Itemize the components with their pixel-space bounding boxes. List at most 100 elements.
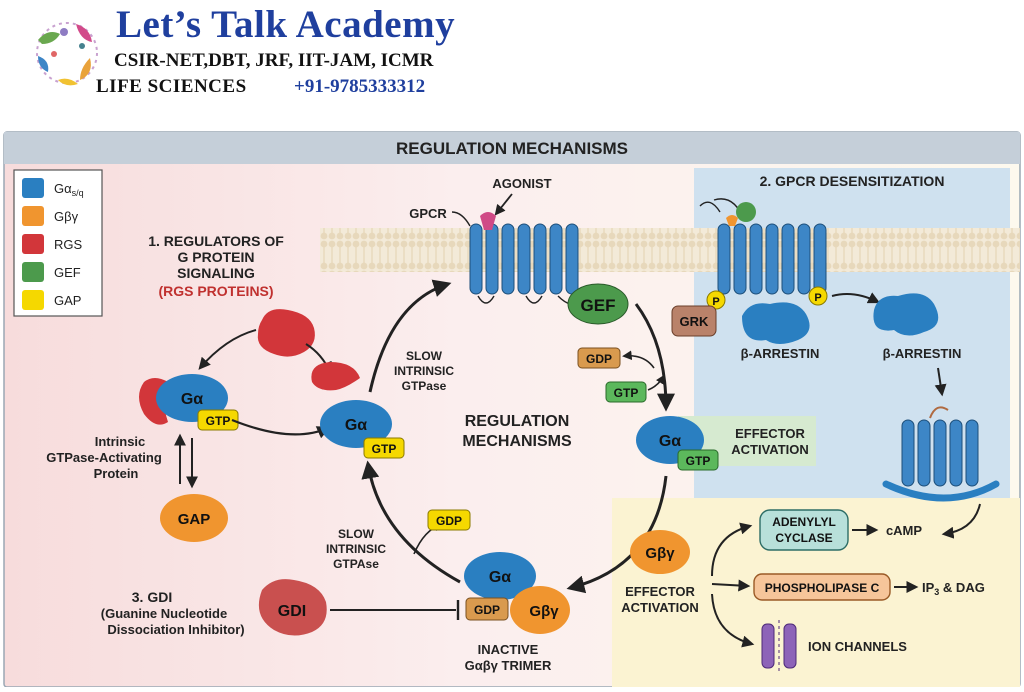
gef-label: GEF [581, 296, 616, 315]
gtp-tag-right-label: GTP [686, 454, 711, 468]
arrow-internalization [934, 367, 947, 397]
galpha-trimer-label: Gα [489, 569, 511, 586]
internalized-gpcr [882, 406, 1000, 502]
phone-number: +91-9785333312 [294, 76, 426, 97]
adenylyl-line1: ADENYLYL [772, 515, 836, 529]
brand-title: Let’s Talk Academy [116, 3, 456, 46]
effector-top-line2: ACTIVATION [731, 442, 809, 457]
arrow-camp-from-gpcr [941, 503, 981, 539]
beta-arrestin-bound [742, 302, 810, 344]
adenylyl-cyclase-box [759, 509, 849, 551]
legend-swatch-gbg [22, 206, 44, 226]
section1-title-line1: 1. REGULATORS OF [148, 233, 284, 249]
center-title-line1: REGULATION [465, 413, 570, 430]
section3-line1: 3. GDI [132, 589, 172, 605]
gtp-tag-right [677, 449, 719, 471]
legend-swatch-gef [22, 262, 44, 282]
arrow-gdp-out [622, 350, 655, 369]
section3-line2: (Guanine Nucleotide [101, 606, 227, 621]
arrow-gtp-in [647, 374, 665, 391]
gef-protein [567, 283, 629, 325]
gpcr-label: GPCR [409, 206, 447, 221]
legend-swatch-galpha [22, 178, 44, 198]
exam-list: CSIR-NET,DBT, JRF, IIT-JAM, ICMR [114, 50, 434, 71]
plc-label: PHOSPHOLIPASE C [765, 581, 880, 595]
grk-kinase [671, 305, 717, 337]
gdp-tag-trimer-label: GDP [474, 603, 500, 617]
gap-label: GAP [178, 511, 211, 528]
agonist-ligand [480, 212, 496, 230]
subject-label: LIFE SCIENCES [96, 76, 247, 97]
arrestin-free-label: β-ARRESTIN [883, 346, 962, 361]
gpcr-pointer [451, 211, 471, 227]
agonist-label: AGONIST [492, 176, 551, 191]
effector-bottom-line2: ACTIVATION [621, 600, 699, 615]
arrow-galpha-to-galpha [231, 418, 331, 439]
slow-top-line2: INTRINSIC [394, 364, 454, 378]
gdi-label: GDI [278, 603, 306, 620]
gtp-tag-exchange [605, 381, 647, 403]
ion-channels-label: ION CHANNELS [808, 639, 907, 654]
legend-label-galpha: Gαs/q [54, 181, 84, 198]
inactive-line1: INACTIVE [478, 642, 539, 657]
gpcr-desensitized [699, 198, 827, 295]
gbg-effector [630, 530, 690, 574]
legend-label-gef: GEF [54, 265, 81, 280]
camp-label: cAMP [886, 523, 922, 538]
arrow-agonist [494, 193, 513, 216]
agonist-bound-desens [736, 202, 756, 222]
section3-line3: Dissociation Inhibitor) [107, 622, 244, 637]
cell-membrane [320, 228, 1020, 272]
phospho-site-2-label: P [814, 292, 821, 304]
gtp-tag-exchange-label: GTP [614, 386, 639, 400]
gtp-tag-center [363, 437, 405, 459]
title-banner [4, 132, 1020, 164]
center-title-line2: MECHANISMS [462, 433, 572, 450]
gbg-trimer-label: Gβγ [529, 603, 559, 620]
grk-label: GRK [680, 314, 710, 329]
slow-top-line1: SLOW [406, 349, 443, 363]
gdp-tag-exchange [577, 347, 621, 369]
gdp-tag-release [427, 509, 471, 531]
slow-bottom-line2: INTRINSIC [326, 542, 386, 556]
gbg-trimer [510, 586, 570, 634]
rgs-protein [257, 309, 315, 357]
arrestin-bound-label: β-ARRESTIN [741, 346, 820, 361]
galpha-left-label: Gα [181, 391, 203, 408]
inactive-line2: Gαβγ TRIMER [465, 658, 552, 673]
gdp-tag-release-label: GDP [436, 514, 462, 528]
gpcr-receptor [469, 223, 581, 305]
slow-bottom-line1: SLOW [338, 527, 375, 541]
phospho-site-2 [808, 286, 828, 306]
legend-swatch-rgs [22, 234, 44, 254]
effector-bottom-line1: EFFECTOR [625, 584, 695, 599]
intrinsic-line2: GTPase-Activating [46, 450, 162, 465]
section1-title-line2: G PROTEIN [177, 249, 254, 265]
gdp-tag-exchange-label: GDP [586, 352, 612, 366]
intrinsic-line1: Intrinsic [95, 434, 146, 449]
intrinsic-line3: Protein [94, 466, 139, 481]
legend-swatch-gap [22, 290, 44, 310]
legend-label-gbg: Gβγ [54, 209, 79, 224]
academy-logo [36, 22, 98, 86]
slow-top-line3: GTPase [402, 379, 447, 393]
gtp-tag-left-label: GTP [206, 414, 231, 428]
banner-title: REGULATION MECHANISMS [396, 139, 628, 158]
beta-arrestin-free [873, 293, 939, 336]
arrow-rgs-to-galpha-left [198, 329, 257, 370]
legend-label-gap: GAP [54, 293, 81, 308]
galpha-center [320, 400, 392, 448]
gtp-tag-center-label: GTP [372, 442, 397, 456]
regulation-diagram: REGULATION MECHANISMS Gαs/q Gβγ RGS GEF … [0, 120, 1024, 688]
adenylyl-line2: CYCLASE [775, 531, 832, 545]
ion-channel [761, 620, 797, 672]
arrow-cycle-up [368, 279, 452, 393]
gap-protein [160, 494, 228, 542]
legend: Gαs/q Gβγ RGS GEF GAP [13, 169, 103, 317]
legend-label-rgs: RGS [54, 237, 83, 252]
arrow-cycle-left [361, 460, 461, 584]
ligand-desens [726, 215, 738, 226]
header: Let’s Talk Academy CSIR-NET,DBT, JRF, II… [0, 0, 1024, 120]
ip3-dag-label: IP3 & DAG [922, 580, 985, 597]
slow-bottom-line3: GTPAse [333, 557, 379, 571]
